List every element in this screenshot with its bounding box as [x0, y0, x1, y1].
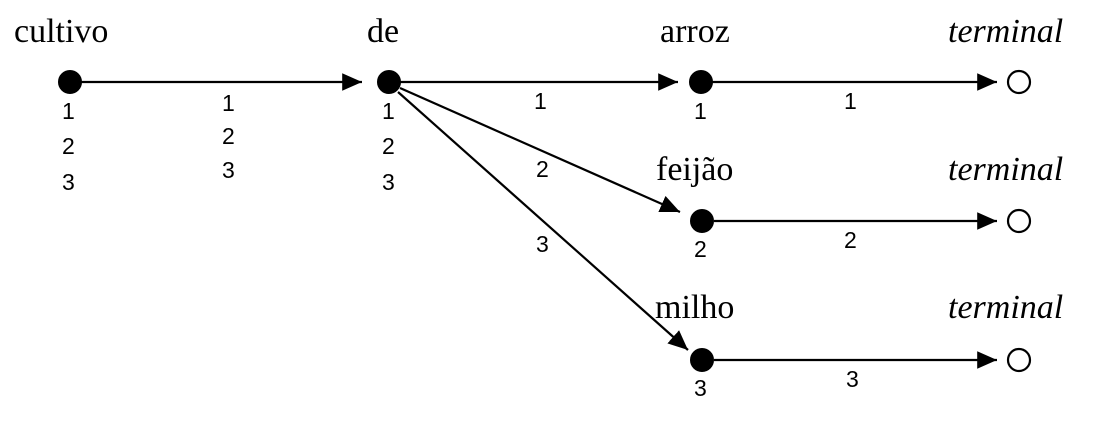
node-milho	[690, 348, 714, 372]
edge-label-de-feijao: 2	[536, 156, 549, 182]
node-label-cultivo-1: 1	[62, 98, 75, 124]
edge-label-de-arroz: 1	[534, 88, 547, 114]
word-terminal-3: terminal	[948, 289, 1063, 326]
word-arroz: arroz	[660, 13, 730, 50]
node-label-de-1: 1	[382, 98, 395, 124]
node-arroz	[689, 70, 713, 94]
word-terminal-2: terminal	[948, 151, 1063, 188]
edge-label-feijao-terminal: 2	[844, 227, 857, 253]
edge-label-cultivo-de-2: 2	[222, 123, 235, 149]
node-feijao	[690, 209, 714, 233]
word-cultivo: cultivo	[14, 13, 108, 50]
node-label-feijao-2: 2	[694, 236, 707, 262]
edge-label-de-milho: 3	[536, 231, 549, 257]
edge-label-milho-terminal: 3	[846, 366, 859, 392]
node-label-cultivo-3: 3	[62, 169, 75, 195]
node-cultivo	[58, 70, 82, 94]
node-terminal-1	[1006, 69, 1032, 95]
word-terminal-1: terminal	[948, 13, 1063, 50]
edge-label-arroz-terminal: 1	[844, 88, 857, 114]
node-label-de-3: 3	[382, 169, 395, 195]
node-de	[377, 70, 401, 94]
node-label-de-2: 2	[382, 133, 395, 159]
edge-de-feijao	[399, 86, 681, 214]
word-de: de	[367, 13, 399, 50]
word-milho: milho	[655, 289, 734, 326]
edge-label-cultivo-de-3: 3	[222, 157, 235, 183]
word-feijao: feijão	[656, 151, 733, 188]
node-terminal-2	[1006, 208, 1032, 234]
node-label-arroz-1: 1	[694, 98, 707, 124]
node-label-cultivo-2: 2	[62, 133, 75, 159]
node-label-milho-3: 3	[694, 375, 707, 401]
edge-de-milho	[397, 91, 689, 351]
node-terminal-3	[1006, 347, 1032, 373]
edge-label-cultivo-de-1: 1	[222, 90, 235, 116]
